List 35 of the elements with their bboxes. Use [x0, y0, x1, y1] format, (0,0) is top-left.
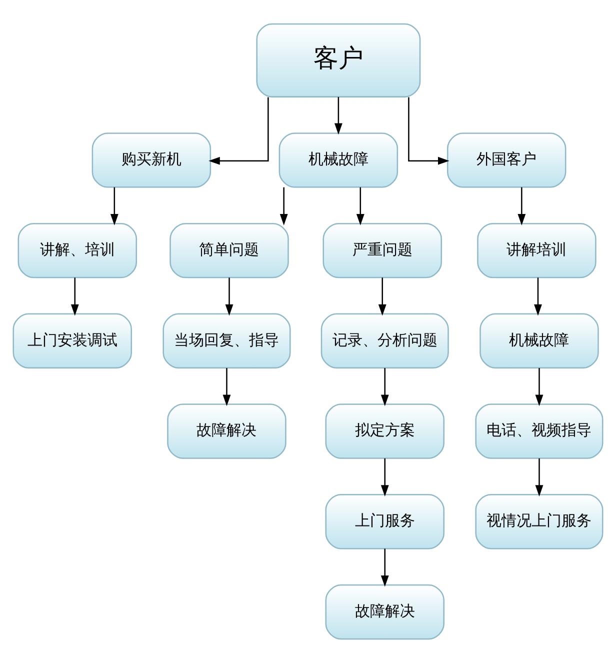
arrow [380, 458, 389, 496]
arrow [408, 96, 450, 164]
arrow [225, 277, 234, 316]
arrow [378, 277, 386, 316]
node-box: 故障解决 [325, 584, 444, 640]
node-box: 讲解、培训 [18, 222, 137, 278]
node-box: 上门安装调试 [12, 312, 132, 368]
arrow [280, 186, 288, 225]
arrow [356, 186, 364, 225]
node-box: 客户 [256, 22, 421, 97]
node-box: 严重问题 [322, 222, 442, 278]
node-box: 当场回复、指导 [162, 312, 291, 368]
arrow [70, 277, 79, 316]
node-box: 上门服务 [325, 494, 444, 549]
arrow [535, 368, 544, 406]
arrow [334, 96, 342, 134]
node-box: 拟定方案 [325, 403, 444, 458]
node-box: 机械故障 [480, 312, 599, 368]
node-box: 机械故障 [278, 132, 398, 188]
arrow [380, 548, 389, 586]
node-box: 外国客户 [447, 132, 566, 188]
node-box: 购买新机 [92, 132, 212, 188]
arrow [208, 96, 269, 164]
arrow [518, 186, 526, 225]
node-box: 讲解培训 [477, 222, 596, 278]
arrow [110, 186, 118, 225]
arrow [380, 368, 389, 406]
node-box: 故障解决 [167, 403, 286, 458]
node-box: 电话、视频指导 [475, 403, 604, 458]
arrow [534, 277, 542, 316]
arrow [222, 368, 231, 406]
node-box: 视情况上门服务 [475, 494, 604, 549]
node-box: 简单问题 [170, 222, 289, 278]
node-box: 记录、分析问题 [320, 312, 449, 368]
arrow [535, 458, 544, 496]
